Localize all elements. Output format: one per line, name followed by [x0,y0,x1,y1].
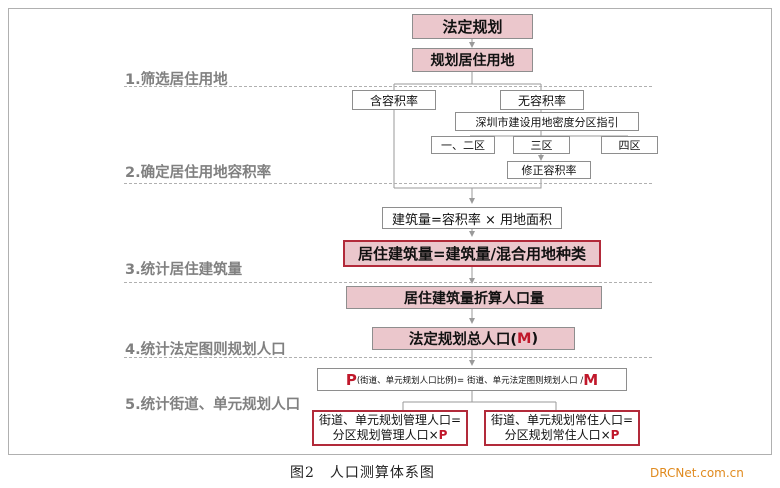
stage-divider [124,282,652,283]
stage-label-3: 3.统计居住建筑量 [125,262,243,278]
figure-caption: 图2 人口测算体系图 [290,465,435,481]
node-managed-population: 街道、单元规划管理人口= 分区规划管理人口×P [312,410,468,446]
stage-label-2: 2.确定居住用地容积率 [125,165,272,181]
stage-divider [124,357,652,358]
node-residential-volume: 居住建筑量=建筑量/混合用地种类 [343,240,601,267]
resident-line-1: 街道、单元规划常住人口= [490,413,634,427]
node-shenzhen-guide: 深圳市建设用地密度分区指引 [455,112,639,131]
node-statutory-plan: 法定规划 [412,14,533,39]
node-building-volume: 建筑量=容积率 × 用地面积 [382,207,562,229]
ratio-small-text: (街道、单元规划人口比例)= [356,375,465,386]
stage-divider [124,86,652,87]
managed-p: P [438,428,448,442]
managed-line-1: 街道、单元规划管理人口= [318,413,462,427]
watermark: DRCNet.com.cn [650,466,744,480]
total-pop-prefix: 法定规划总人口( [408,332,518,348]
stage-label-5: 5.统计街道、单元规划人口 [125,397,301,413]
stage-divider [124,183,652,184]
node-plan-residential-land: 规划居住用地 [412,48,533,72]
diagram-frame [8,8,772,455]
node-zone-4: 四区 [601,136,658,154]
total-pop-m: M [517,330,532,347]
total-pop-suffix: ) [531,330,539,347]
node-ratio-formula: P(街道、单元规划人口比例)=街道、单元法定图则规划人口 / M [317,368,627,391]
stage-label-4: 4.统计法定图则规划人口 [125,342,286,358]
resident-line-2-wrap: 分区规划常住人口×P [505,428,620,443]
ratio-m: M [583,370,599,389]
managed-line-2-wrap: 分区规划管理人口×P [333,428,448,443]
node-resident-population: 街道、单元规划常住人口= 分区规划常住人口×P [484,410,640,446]
node-revised-far: 修正容积率 [507,161,591,179]
node-zone-3: 三区 [513,136,570,154]
resident-line-2: 分区规划常住人口× [504,428,611,442]
node-total-population: 法定规划总人口(M) [372,327,575,350]
ratio-p: P [345,370,357,389]
node-convert-population: 居住建筑量折算人口量 [346,286,602,309]
node-without-far: 无容积率 [500,90,584,110]
resident-p: P [610,428,620,442]
managed-line-2: 分区规划管理人口× [332,428,439,442]
stage-label-1: 1.筛选居住用地 [125,72,228,88]
node-with-far: 含容积率 [352,90,436,110]
ratio-mid-text: 街道、单元法定图则规划人口 / [467,375,584,386]
node-zone-1-2: 一、二区 [431,136,495,154]
